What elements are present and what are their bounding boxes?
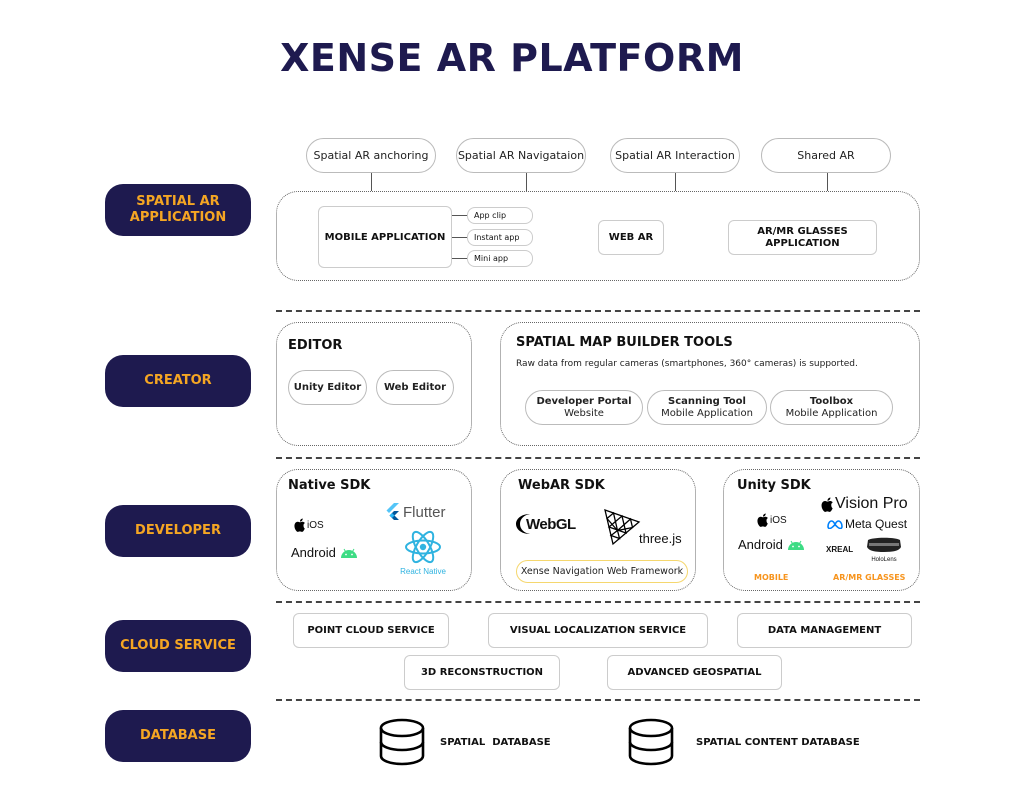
tool-pill-scanning-tool: Scanning Tool Mobile Application [647, 390, 767, 425]
connector-line [675, 173, 676, 191]
database-icon [627, 718, 675, 770]
threejs-logo: three.js [603, 508, 682, 546]
ios-logo: iOS [294, 518, 324, 532]
tool-name: Scanning Tool [668, 395, 746, 407]
apple-icon [294, 518, 305, 532]
android-logo: Android [291, 545, 358, 560]
glasses-application-box: AR/MR GLASSES APPLICATION [728, 220, 877, 255]
unity-editor-pill: Unity Editor [288, 370, 367, 405]
unity-ios-logo: iOS [757, 513, 787, 527]
tool-pill-toolbox: Toolbox Mobile Application [770, 390, 893, 425]
mobile-caption: MOBILE [754, 573, 789, 582]
connector-line [827, 173, 828, 191]
layer-label-cloud-service: CLOUD SERVICE [105, 620, 251, 672]
tool-type: Mobile Application [661, 407, 753, 419]
layer-label-application: SPATIAL AR APPLICATION [105, 184, 251, 236]
application-container [276, 191, 920, 281]
cloud-service-advanced-geospatial: ADVANCED GEOSPATIAL [607, 655, 782, 690]
connector-line [371, 173, 372, 191]
map-builder-container [500, 322, 920, 446]
tool-type: Mobile Application [785, 407, 878, 419]
cloud-service-data-management: DATA MANAGEMENT [737, 613, 912, 648]
mobile-type-app-clip: App clip [467, 207, 533, 224]
meta-icon [827, 519, 843, 529]
webgl-logo: WebGL [516, 513, 576, 535]
native-sdk-title: Native SDK [288, 478, 371, 493]
connector-line [452, 215, 467, 216]
mobile-type-instant-app: Instant app [467, 229, 533, 246]
unity-android-logo: Android [738, 537, 805, 552]
layer-label-creator: CREATOR [105, 355, 251, 407]
spatial-database-label: SPATIAL DATABASE [440, 737, 551, 748]
xreal-logo: XREAL [826, 545, 854, 554]
map-builder-title: SPATIAL MAP BUILDER TOOLS [516, 335, 733, 350]
web-editor-pill: Web Editor [376, 370, 454, 405]
mobile-application-box: MOBILE APPLICATION [318, 206, 452, 268]
react-icon [405, 530, 441, 564]
android-icon [340, 548, 357, 558]
layer-label-database: DATABASE [105, 710, 251, 762]
database-cylinder-icon [379, 718, 425, 766]
layer-divider [276, 601, 920, 603]
database-icon [378, 718, 426, 770]
webar-sdk-title: WebAR SDK [518, 478, 605, 493]
cloud-service-point-cloud: POINT CLOUD SERVICE [293, 613, 449, 648]
feature-pill-shared-ar: Shared AR [761, 138, 891, 173]
layer-divider [276, 699, 920, 701]
webar-sdk-container [500, 469, 696, 591]
threejs-icon [604, 508, 641, 546]
tool-pill-developer-portal: Developer Portal Website [525, 390, 643, 425]
page-title: XENSE AR PLATFORM [280, 36, 744, 80]
spatial-content-database-label: SPATIAL CONTENT DATABASE [696, 737, 860, 748]
apple-icon [757, 513, 768, 527]
hololens-logo: HoloLens [864, 536, 904, 563]
feature-pill-interaction: Spatial AR Interaction [610, 138, 740, 173]
react-native-logo: React Native [398, 530, 448, 576]
flutter-logo: Flutter [385, 503, 446, 521]
feature-pill-navigation: Spatial AR Navigataion [456, 138, 586, 173]
editor-container [276, 322, 472, 446]
unity-sdk-container [723, 469, 920, 591]
android-icon [787, 540, 804, 550]
meta-quest-logo: Meta Quest [827, 517, 907, 531]
tool-type: Website [564, 407, 604, 419]
feature-pill-anchoring: Spatial AR anchoring [306, 138, 436, 173]
web-ar-box: WEB AR [598, 220, 664, 255]
layer-label-developer: DEVELOPER [105, 505, 251, 557]
webgl-swoosh-icon [516, 514, 530, 534]
web-framework-pill: Xense Navigation Web Framework [516, 560, 688, 583]
connector-line [452, 258, 467, 259]
database-cylinder-icon [628, 718, 674, 766]
cloud-service-3d-reconstruction: 3D RECONSTRUCTION [404, 655, 560, 690]
tool-name: Developer Portal [536, 395, 632, 407]
native-sdk-container [276, 469, 472, 591]
cloud-service-visual-localization: VISUAL LOCALIZATION SERVICE [488, 613, 708, 648]
mobile-type-mini-app: Mini app [467, 250, 533, 267]
glasses-caption: AR/MR GLASSES [833, 573, 906, 582]
map-builder-description: Raw data from regular cameras (smartphon… [516, 359, 858, 369]
connector-line [526, 173, 527, 191]
flutter-icon [386, 503, 399, 520]
apple-icon [821, 497, 833, 512]
tool-name: Toolbox [809, 395, 854, 407]
vision-pro-logo: Vision Pro [821, 495, 908, 513]
editor-title: EDITOR [288, 338, 343, 353]
hololens-icon [867, 537, 901, 552]
layer-divider [276, 310, 920, 312]
layer-divider [276, 457, 920, 459]
connector-line [452, 237, 467, 238]
unity-sdk-title: Unity SDK [737, 478, 811, 493]
